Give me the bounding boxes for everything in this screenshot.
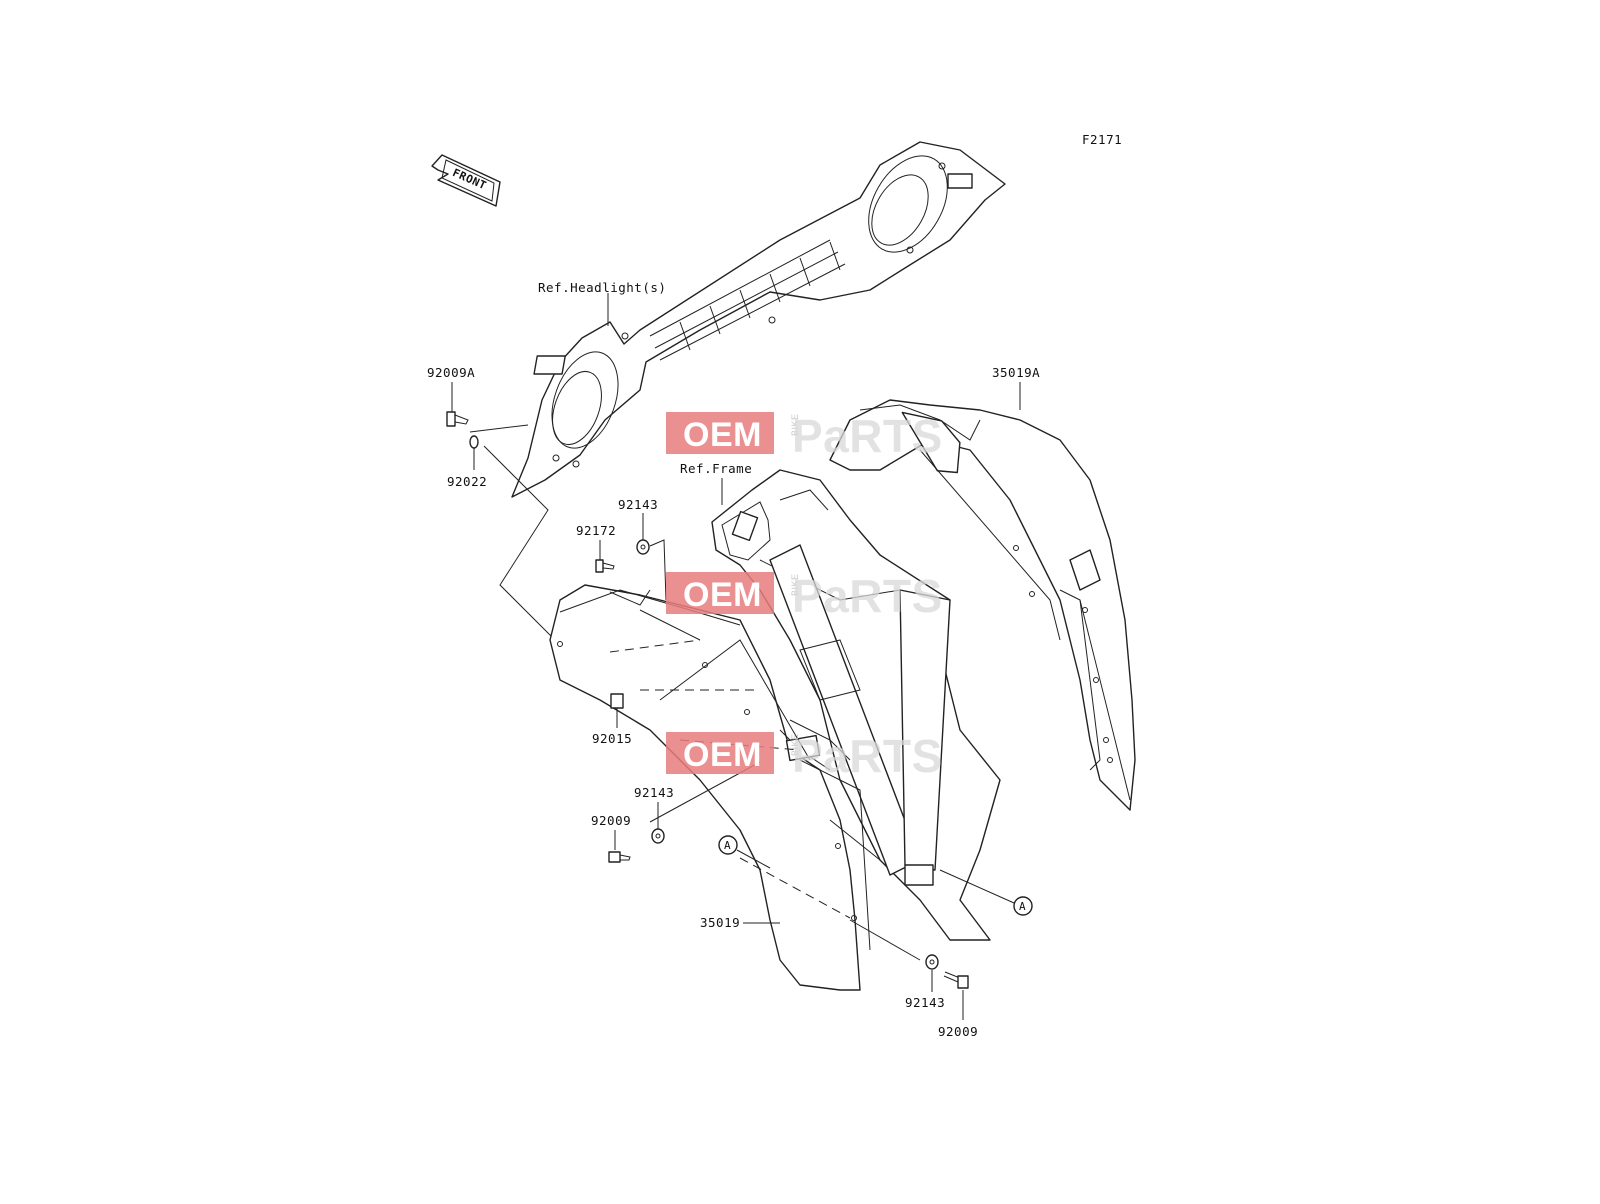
watermark-3: OEM BIKE PaRTS [666, 730, 943, 782]
part-label-35019: 35019 [700, 915, 740, 930]
washer-92022 [469, 435, 479, 449]
part-label-92143-top: 92143 [618, 497, 658, 512]
bolt-92009A [446, 411, 469, 427]
watermark-2: OEM BIKE PaRTS [666, 570, 943, 622]
part-label-35019A: 35019A [992, 365, 1040, 380]
clip-92015 [610, 693, 624, 709]
washer-92143-top [636, 539, 650, 555]
watermark-bike: BIKE [790, 573, 800, 596]
watermark-parts: PaRTS [792, 730, 943, 782]
part-label-92009-left: 92009 [591, 813, 631, 828]
washer-92143-bottom [925, 954, 939, 970]
watermark-bike: BIKE [790, 413, 800, 436]
callout-a-right-label: A [1019, 900, 1026, 913]
part-label-92143-bottom: 92143 [905, 995, 945, 1010]
fender-35019A [829, 399, 1136, 811]
watermark-parts: PaRTS [792, 570, 943, 622]
ref-frame-label: Ref.Frame [680, 461, 752, 476]
part-label-92143-mid: 92143 [634, 785, 674, 800]
watermark-oem: OEM [683, 736, 762, 774]
front-arrow-icon: FRONT [431, 154, 501, 207]
watermark-oem: OEM [683, 416, 762, 454]
washer-92143-mid [651, 828, 665, 844]
part-label-92022: 92022 [447, 474, 487, 489]
headlight-grille-assembly [511, 141, 1006, 498]
bolt-92009-bottom [943, 971, 969, 989]
watermark-bike: BIKE [790, 733, 800, 756]
watermark-1: OEM BIKE PaRTS [666, 410, 943, 462]
watermark-badge [666, 412, 774, 454]
ref-headlight-label: Ref.Headlight(s) [538, 280, 666, 295]
part-label-92172: 92172 [576, 523, 616, 538]
bolt-92009-left [608, 851, 631, 863]
part-label-92009-bottom: 92009 [938, 1024, 978, 1039]
diagram-code: F2171 [1082, 132, 1122, 147]
callout-a-left: A [718, 835, 738, 855]
frame-reference [711, 469, 1001, 941]
watermark-oem: OEM [683, 576, 762, 614]
part-label-92009A: 92009A [427, 365, 475, 380]
callout-a-left-label: A [724, 839, 731, 852]
callout-a-right: A [1013, 896, 1033, 916]
watermark-badge [666, 732, 774, 774]
bolt-92172 [595, 559, 615, 573]
watermark-badge [666, 572, 774, 614]
watermark-parts: PaRTS [792, 410, 943, 462]
part-label-92015: 92015 [592, 731, 632, 746]
